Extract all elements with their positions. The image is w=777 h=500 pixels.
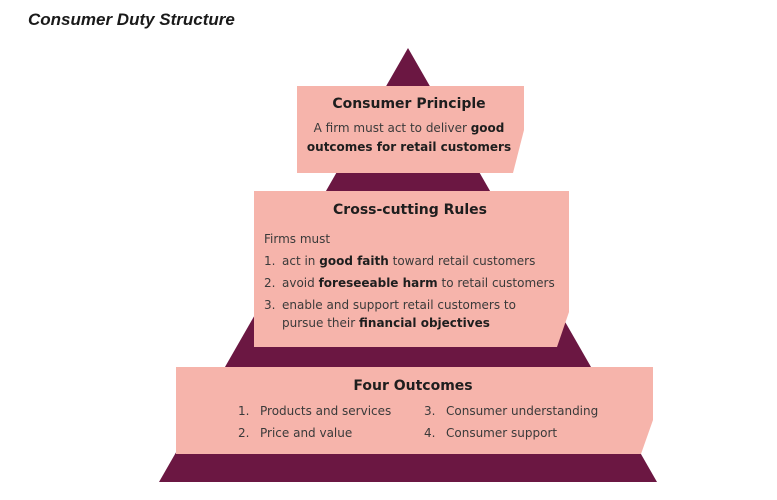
rule-text: avoid foreseeable harm to retail custome…: [282, 276, 555, 290]
outcomes-box-shape: [176, 367, 653, 454]
rule-text: act in good faith toward retail customer…: [282, 254, 536, 268]
rules-heading-box: Cross-cutting Rules: [254, 202, 566, 218]
rule-num: 3.: [264, 298, 276, 312]
principle-text-bold-2: outcomes for retail customers: [306, 140, 512, 154]
principle-text: A firm must act to deliver good outcomes…: [297, 119, 521, 157]
principle-box-shape: [297, 86, 524, 173]
rules-intro: Firms must: [264, 232, 331, 246]
outcomes-heading: Four Outcomes: [353, 378, 473, 394]
rule-num: 2.: [264, 276, 276, 290]
outcome-item: 3.Consumer understanding: [424, 404, 599, 418]
rules-box-shape: [254, 191, 569, 347]
rule-item: 3. enable and support retail customers to…: [264, 294, 564, 332]
outcomes-col-2: 3.Consumer understanding 4.Consumer supp…: [424, 400, 598, 444]
rule-num: 1.: [264, 254, 276, 268]
rules-heading: Cross-cutting Rules: [333, 202, 487, 218]
consumer-principle-box: Consumer Principle A firm must act to de…: [297, 96, 521, 157]
diagram-title: Consumer Duty Structure: [28, 10, 235, 29]
outcome-item: 1.Products and services: [238, 404, 392, 418]
outcome-item: 4.Consumer support: [424, 426, 558, 440]
outcome-item: 2.Price and value: [238, 426, 353, 440]
outcomes-heading-box: Four Outcomes: [176, 378, 650, 394]
principle-heading: Consumer Principle: [332, 96, 486, 112]
rules-list: Firms must 1. act in good faith toward re…: [264, 228, 564, 332]
principle-text-bold: good: [470, 121, 505, 135]
outcomes-col-1: 1.Products and services 2.Price and valu…: [238, 400, 391, 444]
rule-item: 2. avoid foreseeable harm to retail custo…: [264, 272, 564, 294]
rule-item: 1. act in good faith toward retail custom…: [264, 250, 564, 272]
principle-text-plain: A firm must act to deliver: [313, 121, 471, 135]
